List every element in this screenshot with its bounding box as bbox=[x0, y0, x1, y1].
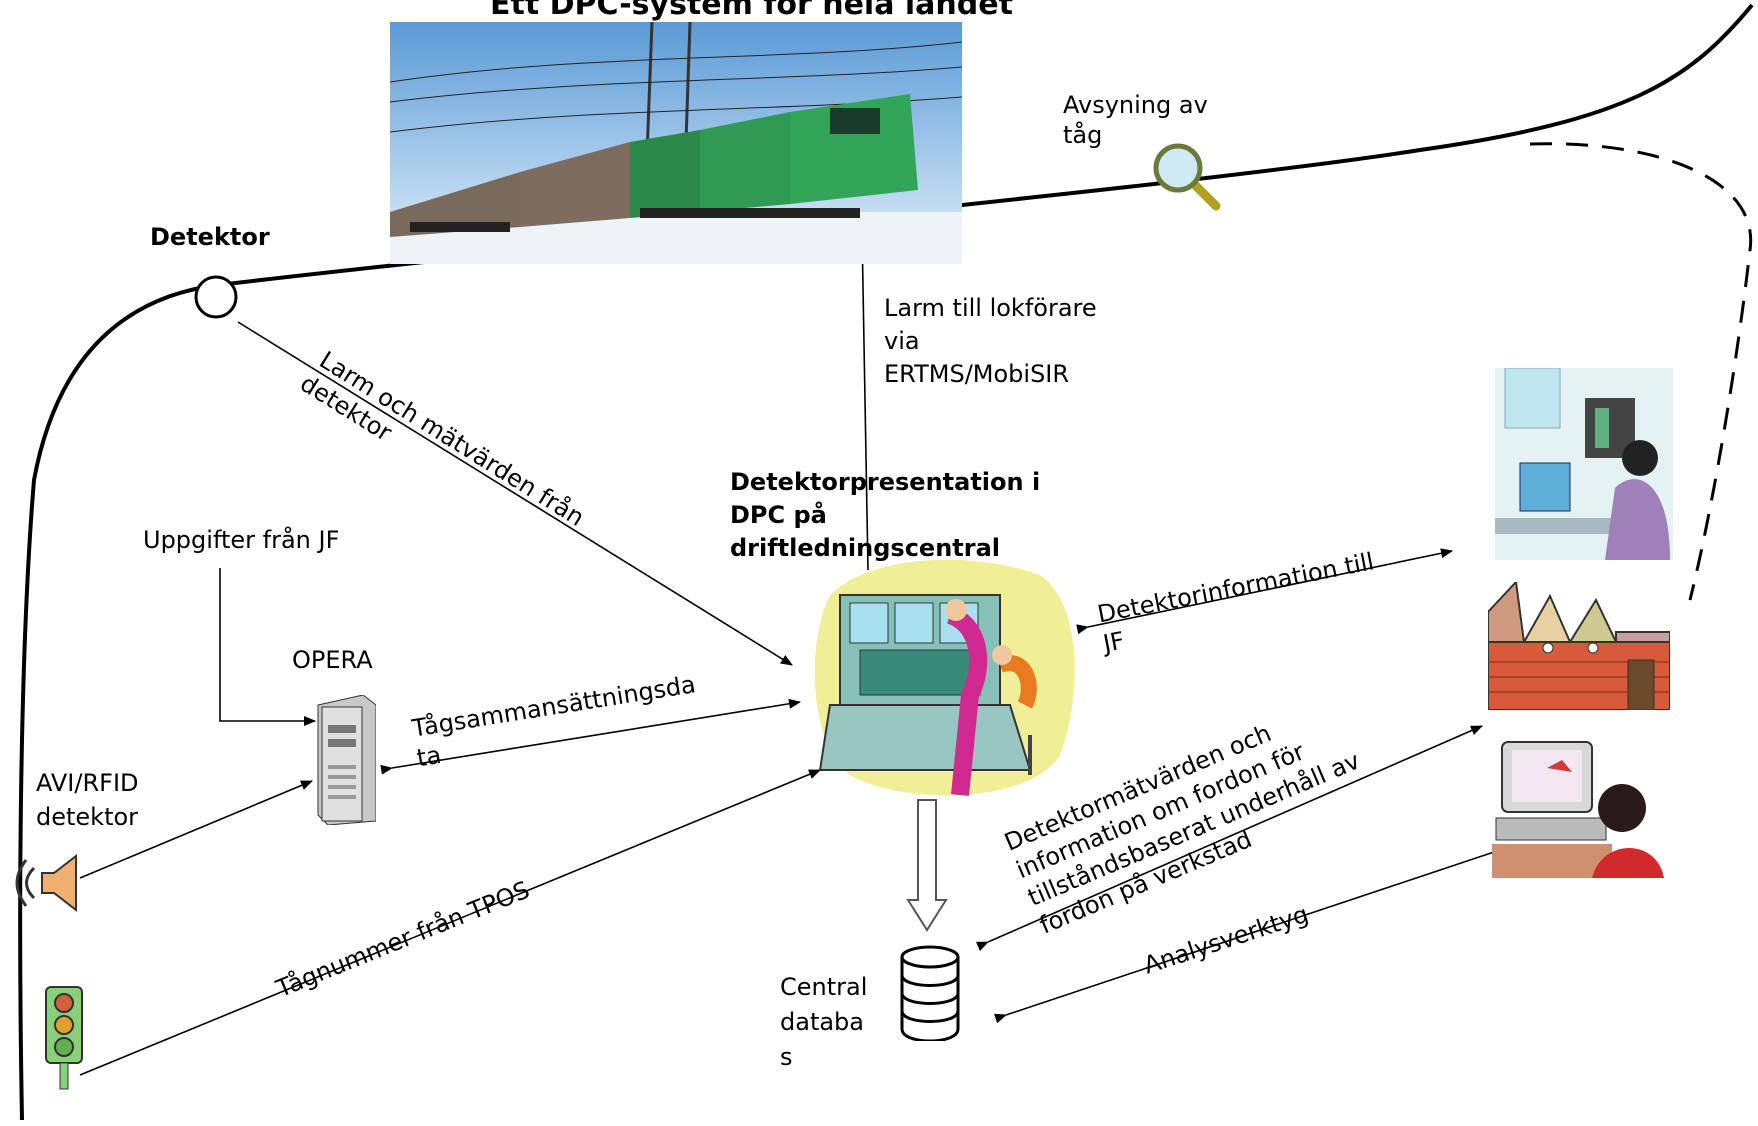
office-worker-clipart bbox=[1495, 368, 1673, 560]
dashed-branch-track bbox=[1529, 142, 1753, 601]
detector-circle-icon bbox=[194, 275, 238, 319]
workshop-building-clipart bbox=[1488, 582, 1670, 710]
loudspeaker-icon bbox=[15, 853, 77, 913]
arrow-dpc-jf bbox=[1076, 548, 1453, 635]
label-opera: OPERA bbox=[292, 646, 373, 674]
analyst-computer-clipart bbox=[1492, 741, 1664, 878]
arrow-detector-to-dpc bbox=[237, 321, 793, 666]
database-icon bbox=[900, 945, 960, 1041]
arrow-jf-to-opera bbox=[219, 568, 316, 726]
railway-track bbox=[18, 3, 1754, 1121]
train-photo bbox=[390, 22, 962, 264]
label-uppgifter-jf: Uppgifter från JF bbox=[143, 526, 340, 554]
arrow-opera-dpc bbox=[380, 698, 801, 775]
label-detektor: Detektor bbox=[150, 223, 270, 251]
diagram-title: Ett DPC-system för hela landet bbox=[490, 0, 1013, 22]
arrow-avi-to-opera bbox=[79, 780, 313, 879]
control-room-clipart bbox=[814, 559, 1075, 796]
arrow-analys-db bbox=[993, 844, 1513, 1024]
server-computer-icon bbox=[317, 695, 376, 825]
arrow-tpos-to-dpc bbox=[79, 769, 821, 1076]
dpc-to-database-arrow bbox=[906, 799, 948, 932]
traffic-light-icon bbox=[45, 986, 83, 1090]
magnifier-icon bbox=[1153, 143, 1221, 211]
